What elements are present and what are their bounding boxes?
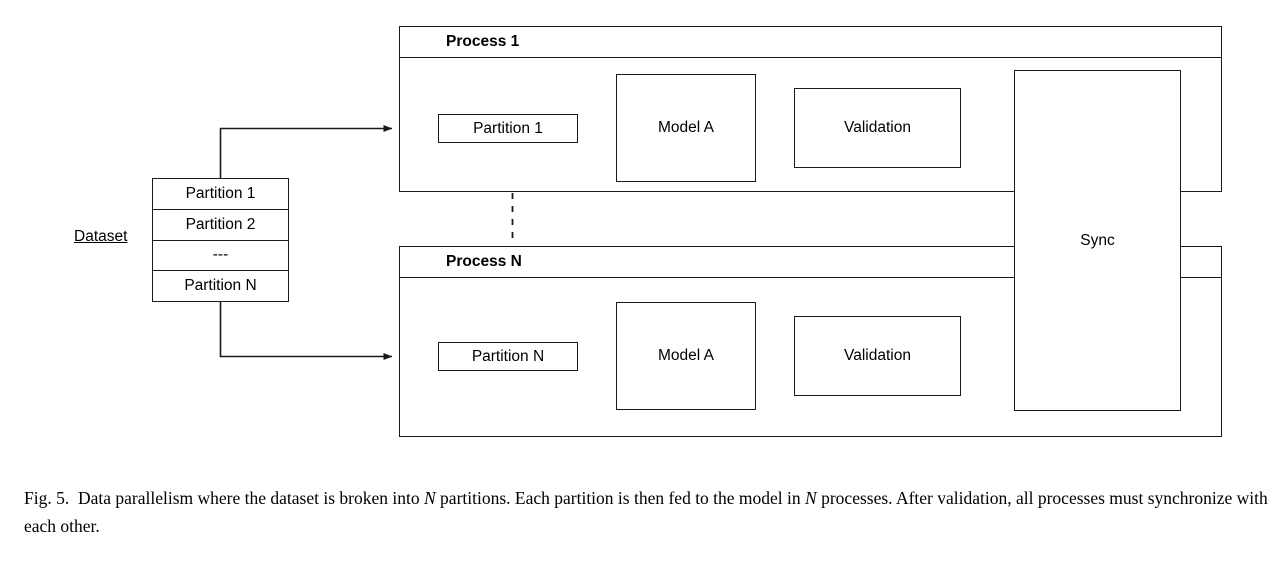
model-box-process-1[interactable]: Model A <box>616 74 756 182</box>
dataset-partition-row[interactable]: Partition 1 <box>153 179 288 210</box>
dataset-partition-row-ellipsis: --- <box>153 241 288 272</box>
caption-symbol-n-1: N <box>423 488 436 508</box>
dataset-label: Dataset <box>74 228 128 245</box>
partition-box-process-n[interactable]: Partition N <box>438 342 578 371</box>
process-1-header: Process 1 <box>400 27 1221 58</box>
dataset-partition-stack: Partition 1 Partition 2 --- Partition N <box>152 178 289 302</box>
validation-box-process-1[interactable]: Validation <box>794 88 961 168</box>
arrow-dataset-to-process-n <box>219 302 393 360</box>
process-n-title: Process N <box>446 253 522 270</box>
caption-text-1: Data parallelism where the dataset is br… <box>77 488 420 508</box>
sync-box[interactable]: Sync <box>1014 70 1181 411</box>
partition-box-process-1[interactable]: Partition 1 <box>438 114 578 143</box>
caption-text-2: partitions. Each partition is then fed t… <box>440 488 801 508</box>
caption-symbol-n-2: N <box>805 488 817 508</box>
arrow-dataset-to-process-1 <box>219 125 393 178</box>
caption-text-3: processes. After validation, all process… <box>24 488 1268 537</box>
validation-box-process-n[interactable]: Validation <box>794 316 961 396</box>
figure-caption: Fig. 5. Data parallelism where the datas… <box>24 484 1270 541</box>
process-1-title: Process 1 <box>446 33 520 50</box>
dataset-partition-row[interactable]: Partition N <box>184 277 257 295</box>
dataset-partition-row[interactable]: Partition 2 <box>153 210 288 241</box>
caption-figure-number: Fig. 5. <box>24 488 70 508</box>
model-box-process-n[interactable]: Model A <box>616 302 756 410</box>
